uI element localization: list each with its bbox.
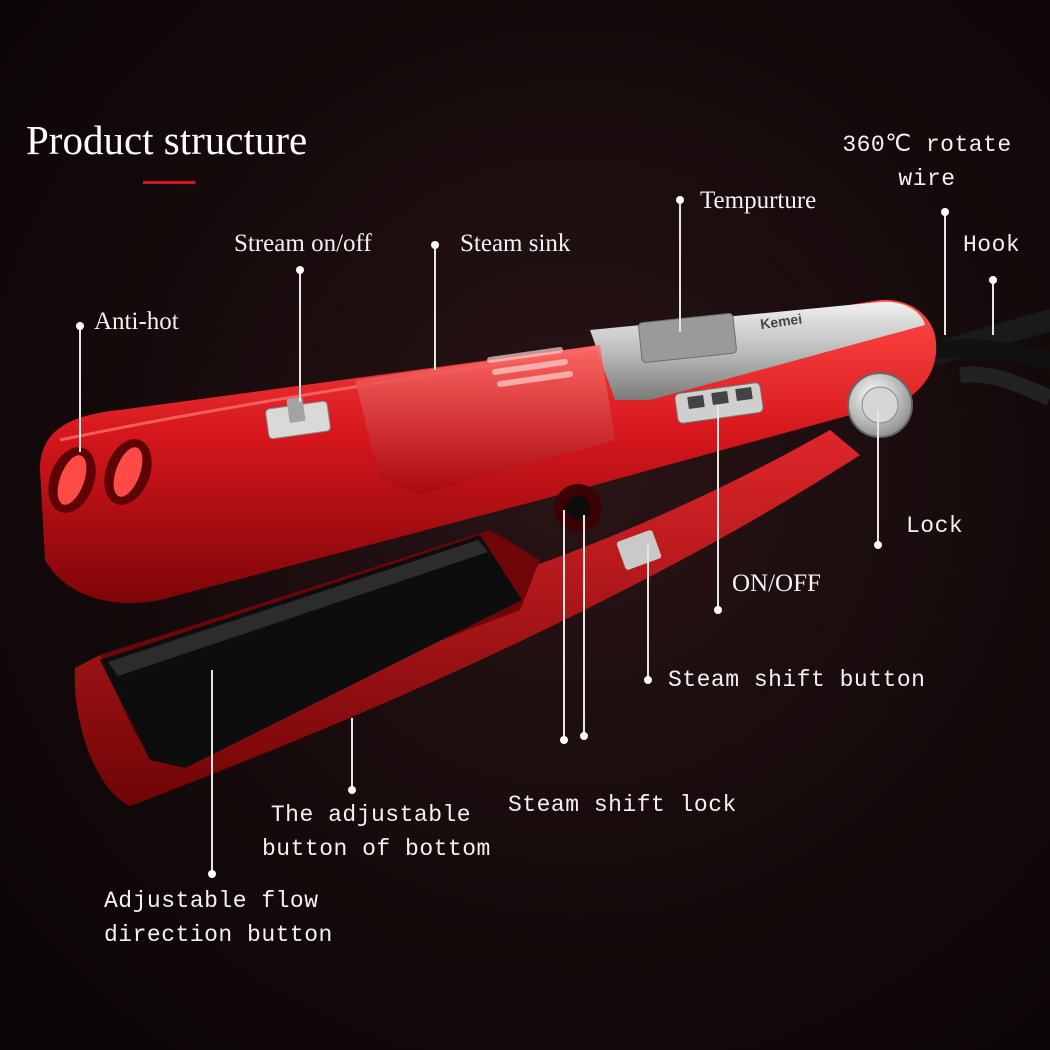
heating-plate <box>100 535 522 768</box>
lock-knob <box>847 372 913 438</box>
title-underline <box>143 181 195 184</box>
label-on-off: ON/OFF <box>732 570 821 597</box>
callout-lines <box>76 196 997 878</box>
power-cord <box>924 309 1050 406</box>
label-adjustable-bottom-line2: button of bottom <box>262 836 491 862</box>
label-steam-shift-lock: Steam shift lock <box>508 792 737 818</box>
label-anti-hot: Anti-hot <box>94 308 179 335</box>
anti-hot-vents <box>48 439 152 513</box>
steam-sink-tank <box>355 345 615 495</box>
brand-logo: Kemei <box>759 310 803 332</box>
label-flow-direction: Adjustable flow direction button <box>104 884 333 952</box>
hinge-area <box>554 484 662 570</box>
label-lock: Lock <box>906 513 964 539</box>
label-rotate-wire-line1: 360℃ rotate <box>842 132 1012 158</box>
page-title: Product structure <box>26 117 308 163</box>
label-steam-shift-button: Steam shift button <box>668 667 926 693</box>
label-rotate-wire-line2: wire <box>898 166 956 192</box>
label-steam-sink: Steam sink <box>460 230 571 257</box>
label-stream-on-off: Stream on/off <box>234 230 372 257</box>
label-rotate-wire: 360℃ rotate wire <box>838 128 1016 196</box>
label-temperature: Tempurture <box>700 187 817 214</box>
label-flow-direction-line1: Adjustable flow <box>104 888 319 914</box>
label-flow-direction-line2: direction button <box>104 922 333 948</box>
stream-switch <box>265 397 331 440</box>
control-panel <box>590 301 925 424</box>
label-hook: Hook <box>963 232 1021 258</box>
label-adjustable-bottom-line1: The adjustable <box>270 802 472 828</box>
label-adjustable-bottom: The adjustable button of bottom <box>262 798 491 866</box>
